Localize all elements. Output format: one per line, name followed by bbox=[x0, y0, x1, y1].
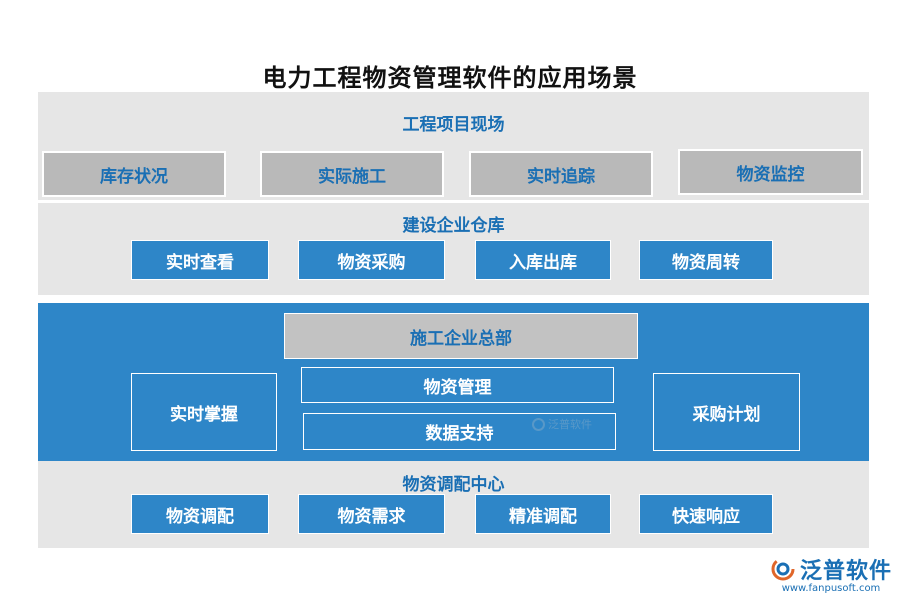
hq-title-box: 施工企业总部 bbox=[284, 313, 638, 359]
brand-logo: 泛普软件 www.fanpusoft.com bbox=[770, 553, 892, 594]
warehouse-item-turnover: 物资周转 bbox=[639, 240, 773, 280]
site-section-label: 工程项目现场 bbox=[402, 115, 505, 135]
warehouse-item-in-out: 入库出库 bbox=[475, 240, 611, 280]
warehouse-item-procurement: 物资采购 bbox=[298, 240, 445, 280]
warehouse-band: 建设企业仓库 实时查看 物资采购 入库出库 物资周转 bbox=[38, 203, 869, 295]
watermark: 泛普软件 bbox=[532, 416, 592, 432]
watermark-logo-icon bbox=[532, 417, 545, 431]
hq-data-support-box: 数据支持 bbox=[303, 413, 616, 450]
hq-band: 施工企业总部 实时掌握 物资管理 数据支持 采购计划 bbox=[38, 303, 869, 461]
brand-logo-name: 泛普软件 bbox=[800, 559, 893, 584]
watermark-text: 泛普软件 bbox=[548, 418, 592, 431]
dispatch-section-label: 物资调配中心 bbox=[402, 475, 505, 495]
site-item-inventory: 库存状况 bbox=[42, 151, 226, 197]
brand-logo-url: www.fanpusoft.com bbox=[781, 583, 881, 594]
warehouse-item-realtime-view: 实时查看 bbox=[131, 240, 269, 280]
hq-procurement-plan-box: 采购计划 bbox=[653, 373, 800, 451]
site-item-monitoring: 物资监控 bbox=[678, 149, 863, 195]
hq-realtime-control-box: 实时掌握 bbox=[131, 373, 277, 451]
dispatch-item-allocation: 物资调配 bbox=[131, 494, 269, 534]
hq-material-management-box: 物资管理 bbox=[301, 367, 614, 403]
dispatch-band: 物资调配中心 物资调配 物资需求 精准调配 快速响应 bbox=[38, 461, 869, 548]
site-item-tracking: 实时追踪 bbox=[469, 151, 653, 197]
dispatch-item-demand: 物资需求 bbox=[298, 494, 445, 534]
brand-logo-icon bbox=[771, 557, 795, 581]
page-title: 电力工程物资管理软件的应用场景 bbox=[262, 64, 638, 92]
site-band: 工程项目现场 库存状况 实际施工 实时追踪 物资监控 bbox=[38, 92, 869, 200]
site-item-construction: 实际施工 bbox=[260, 151, 444, 197]
warehouse-section-label: 建设企业仓库 bbox=[402, 216, 505, 236]
dispatch-item-response: 快速响应 bbox=[639, 494, 773, 534]
dispatch-item-precise: 精准调配 bbox=[475, 494, 611, 534]
